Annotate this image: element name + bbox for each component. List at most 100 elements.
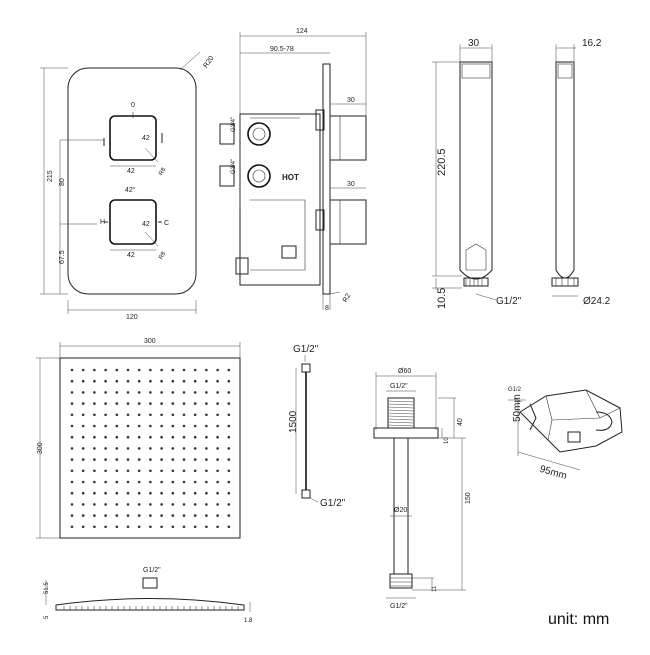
nozzle-dot — [171, 503, 175, 506]
valve-angle-label: 42° — [125, 186, 136, 194]
nozzle-dot — [227, 379, 231, 383]
nozzle-dot — [193, 379, 197, 383]
nozzle-dot — [126, 469, 130, 473]
top-knob-radius: R8 — [158, 166, 167, 176]
nozzle-dot — [126, 458, 130, 461]
nozzle-dot — [182, 447, 186, 450]
nozzle-dot — [193, 469, 197, 473]
nozzle-dot — [104, 458, 107, 461]
hose-length-dim: 1500 — [288, 410, 299, 433]
nozzle-dot — [205, 514, 208, 517]
nozzle-dot — [160, 514, 163, 517]
nozzle-dot — [149, 413, 152, 417]
hand-shower-base-dim: 10.5 — [436, 288, 448, 309]
nozzle-dot — [160, 469, 163, 473]
hand-shower-width-dim: 30 — [468, 38, 480, 49]
bottom-knob-radius: R8 — [158, 250, 167, 260]
nozzle-dot — [70, 469, 74, 473]
nozzle-dot — [126, 447, 130, 450]
nozzle-dot — [149, 368, 152, 372]
plate-thickness-dim: 8 — [325, 305, 329, 312]
nozzle-dot — [93, 514, 96, 517]
nozzle-dot — [126, 480, 130, 484]
nozzle-dot — [104, 469, 107, 473]
nozzle-dot — [182, 424, 186, 428]
nozzle-dot — [160, 402, 163, 405]
spout-bottom-dim: 30 — [347, 181, 355, 188]
nozzle-dot — [160, 391, 163, 394]
nozzle-dot — [104, 503, 107, 506]
nozzle-dot — [81, 458, 85, 461]
nozzle-dot — [81, 525, 85, 529]
wall-outlet-height: 50mm — [512, 394, 523, 422]
port-bottom-label: G3/4" — [231, 159, 237, 174]
nozzle-dot — [70, 447, 74, 450]
spout-bottom — [329, 199, 367, 245]
nozzle-grid — [70, 368, 231, 529]
nozzle-dot — [149, 525, 152, 529]
shower-head-side-dim-a: 51.5 — [44, 582, 50, 594]
nozzle-dot — [193, 391, 197, 394]
nozzle-dot — [104, 391, 107, 394]
nozzle-dot — [205, 402, 208, 405]
nozzle-dot — [126, 379, 130, 383]
shower-head-thread: G1/2" — [143, 567, 161, 574]
nozzle-dot — [160, 368, 163, 372]
shower-head-width-dim: 300 — [144, 338, 156, 345]
nozzle-dot — [126, 413, 130, 417]
nozzle-dot — [70, 435, 74, 439]
nozzle-dot — [182, 413, 186, 417]
nozzle-dot — [93, 424, 96, 428]
thread-line — [387, 412, 415, 415]
nozzle-dot — [193, 525, 197, 529]
wall-outlet-body — [519, 389, 623, 453]
hose-drawing: G1/2" G1/2" 1500 — [288, 344, 346, 509]
nozzle-dot — [182, 435, 186, 439]
nozzle-dot — [216, 480, 219, 484]
plate-radius-dim: R2 — [342, 292, 353, 303]
nozzle-dot — [171, 368, 175, 372]
hose-thread-top: G1/2" — [293, 344, 319, 355]
nozzle-dot — [216, 424, 219, 428]
spout-top — [329, 115, 367, 161]
ceiling-dim-h1: 40 — [457, 418, 464, 426]
nozzle-dot — [81, 447, 85, 450]
nozzle-dot — [70, 413, 74, 417]
nozzle-dot — [115, 447, 119, 450]
nozzle-dot — [227, 402, 231, 405]
nozzle-dot — [205, 447, 208, 450]
nozzle-dot — [216, 413, 219, 417]
nozzle-dot — [93, 402, 96, 405]
nozzle-dot — [115, 514, 119, 517]
nozzle-dot — [149, 503, 152, 506]
nozzle-dot — [149, 480, 152, 484]
nozzle-dot — [160, 435, 163, 439]
nozzle-dot — [70, 491, 74, 495]
nozzle-dot — [182, 368, 186, 372]
nozzle-dot — [216, 491, 219, 495]
nozzle-dot — [193, 447, 197, 450]
nozzle-dot — [160, 480, 163, 484]
nozzle-dot — [126, 525, 130, 529]
nozzle-dot — [70, 525, 74, 529]
thread-line — [387, 424, 415, 427]
nozzle-dot — [115, 402, 119, 405]
nozzle-dot — [115, 469, 119, 473]
nozzle-dot — [160, 525, 163, 529]
nozzle-dot — [205, 480, 208, 484]
nozzle-dot — [81, 435, 85, 439]
nozzle-dot — [115, 525, 119, 529]
nozzle-dot — [160, 413, 163, 417]
nozzle-dot — [137, 525, 141, 529]
nozzle-dot — [137, 480, 141, 484]
shower-head-height-dim: 300 — [37, 442, 44, 454]
nozzle-dot — [104, 480, 107, 484]
nozzle-dot — [70, 424, 74, 428]
nozzle-dot — [81, 514, 85, 517]
thread-lines — [387, 400, 415, 427]
nozzle-dot — [104, 413, 107, 417]
nozzle-dot — [137, 379, 141, 383]
ceiling-arm-drawing: Ø60 G1/2" Ø20 G1/2" 40 10 150 11 — [373, 368, 472, 610]
hot-label: HOT — [282, 173, 299, 182]
nozzle-dot — [137, 424, 141, 428]
